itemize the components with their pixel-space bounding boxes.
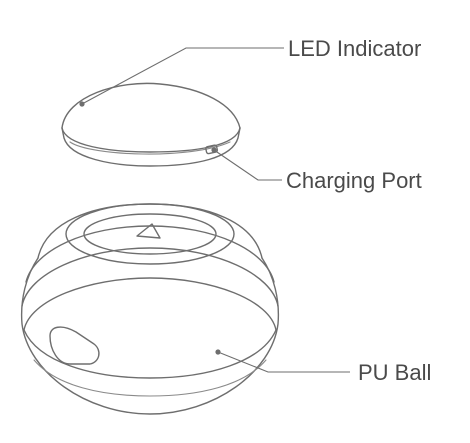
led-indicator-label: LED Indicator — [288, 36, 421, 61]
pu-ball-label: PU Ball — [358, 360, 431, 385]
pu-ball — [20, 203, 280, 415]
leader-pu — [215, 349, 350, 373]
leader-led — [79, 47, 284, 107]
top-cap — [61, 82, 241, 167]
triangle-marker — [136, 223, 161, 239]
charging-port-slot — [205, 144, 219, 155]
side-grip — [49, 326, 100, 365]
leader-charging — [211, 147, 282, 181]
charging-port-label: Charging Port — [286, 168, 422, 193]
